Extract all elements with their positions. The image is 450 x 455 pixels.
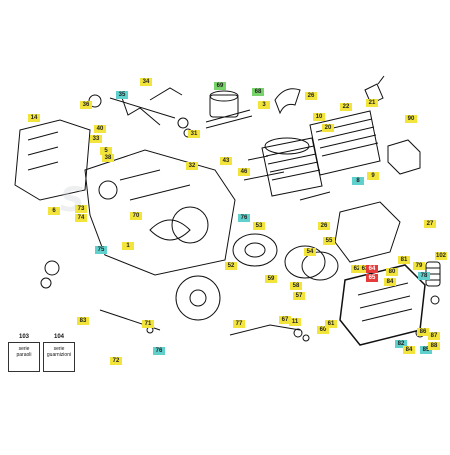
callout-80: 80 [386, 268, 398, 276]
callout-86: 86 [417, 328, 429, 336]
callout-11: 11 [289, 318, 301, 326]
callout-57: 57 [293, 292, 305, 300]
callout-32: 32 [186, 162, 198, 170]
callout-72: 72 [110, 357, 122, 365]
callout-52: 52 [225, 262, 237, 270]
callout-60: 60 [317, 326, 329, 334]
callout-82: 82 [395, 340, 407, 348]
callout-73: 73 [75, 205, 87, 213]
callout-81: 81 [398, 256, 410, 264]
callout-9: 9 [367, 172, 379, 180]
callout-85: 85 [420, 346, 432, 354]
callout-26: 26 [305, 92, 317, 100]
callout-84: 84 [384, 278, 396, 286]
tag-number: 104 [53, 334, 64, 340]
callout-1: 1 [122, 242, 134, 250]
callout-35: 35 [116, 91, 128, 99]
callout-62: 62 [351, 265, 363, 273]
callout-14: 14 [28, 114, 40, 122]
callout-54: 54 [304, 248, 316, 256]
callout-5: 5 [100, 147, 112, 155]
callout-59: 59 [265, 275, 277, 283]
callout-22: 22 [340, 103, 352, 111]
callout-76: 76 [153, 347, 165, 355]
callout-70: 70 [130, 212, 142, 220]
callout-102: 102 [435, 252, 448, 260]
callout-27: 27 [424, 220, 436, 228]
tag-number: 103 [18, 334, 29, 340]
callout-78: 78 [418, 272, 430, 280]
callout-65: 65 [366, 274, 378, 282]
callout-88: 88 [428, 342, 440, 350]
callout-83: 83 [77, 317, 89, 325]
callout-21: 21 [366, 99, 378, 107]
callout-84: 84 [403, 346, 415, 354]
callout-76: 76 [238, 214, 250, 222]
callout-6: 6 [48, 207, 60, 215]
callout-3: 3 [258, 101, 270, 109]
callout-36: 36 [80, 101, 92, 109]
callout-34: 34 [140, 78, 152, 86]
callout-69: 69 [214, 82, 226, 90]
callout-68: 68 [252, 88, 264, 96]
callout-87: 87 [428, 332, 440, 340]
callout-63: 63 [359, 265, 371, 273]
callout-75: 75 [95, 246, 107, 254]
callout-74: 74 [75, 214, 87, 222]
callout-77: 77 [233, 320, 245, 328]
callout-64: 64 [366, 265, 378, 273]
callout-31: 31 [188, 130, 200, 138]
callout-33: 33 [90, 135, 102, 143]
callout-58: 58 [290, 282, 302, 290]
callout-10: 10 [313, 113, 325, 121]
callout-40: 40 [94, 125, 106, 133]
watermark: S [60, 180, 86, 220]
callout-53: 53 [253, 222, 265, 230]
callout-55: 55 [323, 237, 335, 245]
callout-46: 46 [238, 168, 250, 176]
callout-38: 38 [102, 154, 114, 162]
callout-20: 20 [322, 124, 334, 132]
callout-67: 67 [279, 316, 291, 324]
callout-43: 43 [220, 157, 232, 165]
callout-61: 61 [325, 320, 337, 328]
callout-71: 71 [142, 320, 154, 328]
callout-79: 79 [413, 262, 425, 270]
callout-26: 26 [318, 222, 330, 230]
callout-90: 90 [405, 115, 417, 123]
callout-8: 8 [352, 177, 364, 185]
